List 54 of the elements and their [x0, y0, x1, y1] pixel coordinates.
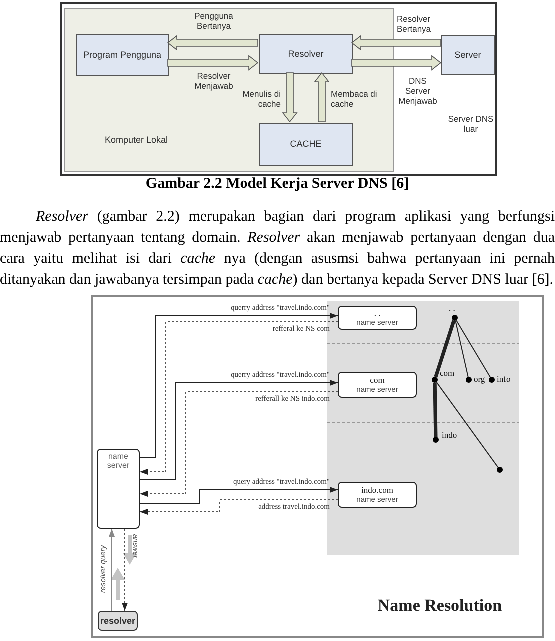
node-label: Komputer Lokal — [105, 135, 168, 145]
arrow — [140, 380, 338, 480]
tree-branch — [455, 320, 469, 378]
tree-label: info — [497, 375, 511, 384]
tree-label: indo — [442, 431, 458, 440]
node-label: com — [370, 376, 385, 386]
block-arrow — [351, 35, 442, 51]
arrow — [122, 528, 128, 612]
arrow — [140, 487, 338, 504]
server-box — [338, 306, 417, 330]
node-label: Program Pengguna — [83, 50, 162, 60]
edge-label: Pengguna Bertanya — [194, 12, 234, 32]
edge-label: DNS Server Menjawab — [398, 77, 438, 106]
node-label: resolver — [100, 616, 136, 626]
node-label: CACHE — [290, 139, 322, 150]
tree-label: . . — [449, 304, 456, 312]
process-box — [259, 123, 353, 166]
edge-label: Membaca di cache — [331, 90, 378, 110]
node-label: Server — [454, 50, 482, 60]
tree-label: com — [440, 369, 455, 378]
node-label: Resolver — [288, 48, 324, 60]
block-arrow — [282, 72, 298, 123]
tree-branch — [456, 320, 491, 378]
node-label: name server — [106, 453, 131, 471]
server-box — [97, 449, 140, 529]
tree-branch — [436, 382, 499, 468]
server-box — [338, 482, 417, 508]
figure-caption: Gambar 2.2 Model Kerja Server DNS [6] — [144, 176, 410, 193]
local-computer-panel — [64, 8, 394, 172]
edge-label: Menulis di cache — [242, 90, 281, 110]
tree-branch — [433, 382, 438, 438]
body-paragraph: Resolver (gambar 2.2) merupakan bagian dari program aplikasi yang berfungsi menjawab pertanyaan tentang domain. Resolver akan menjawab pertanyaan dengan dua cara yaitu melihat isi dari cache nya (dengan asusmsi bahwa pertanyaan ini pernah ditanyakan dan jawabanya tersimpan pada cache) dan bertanya kepada Server DNS luar [6]. — [0, 208, 555, 290]
arrow — [140, 500, 338, 515]
node-label: indo.com — [362, 486, 394, 496]
resolver-box — [98, 611, 138, 631]
block-arrow — [352, 55, 442, 71]
edge-label: Resolver Menjawab — [194, 72, 234, 92]
tree-branch — [434, 320, 456, 378]
figure-title: Name Resolution — [376, 596, 504, 616]
process-box — [76, 34, 169, 76]
arrow — [140, 322, 338, 475]
region-label: Server DNS luar — [447, 115, 495, 135]
node-label: . . — [374, 308, 381, 319]
block-arrow — [167, 35, 258, 51]
block-arrow — [168, 55, 259, 71]
arrow — [140, 313, 338, 458]
edge-label: Resolver Bertanya — [397, 15, 432, 35]
arrow — [140, 392, 338, 497]
process-box — [441, 35, 495, 75]
arrow — [109, 528, 115, 612]
tree-label: org — [474, 375, 486, 384]
server-box — [338, 372, 417, 398]
block-arrow — [314, 72, 330, 122]
process-box — [259, 34, 353, 74]
